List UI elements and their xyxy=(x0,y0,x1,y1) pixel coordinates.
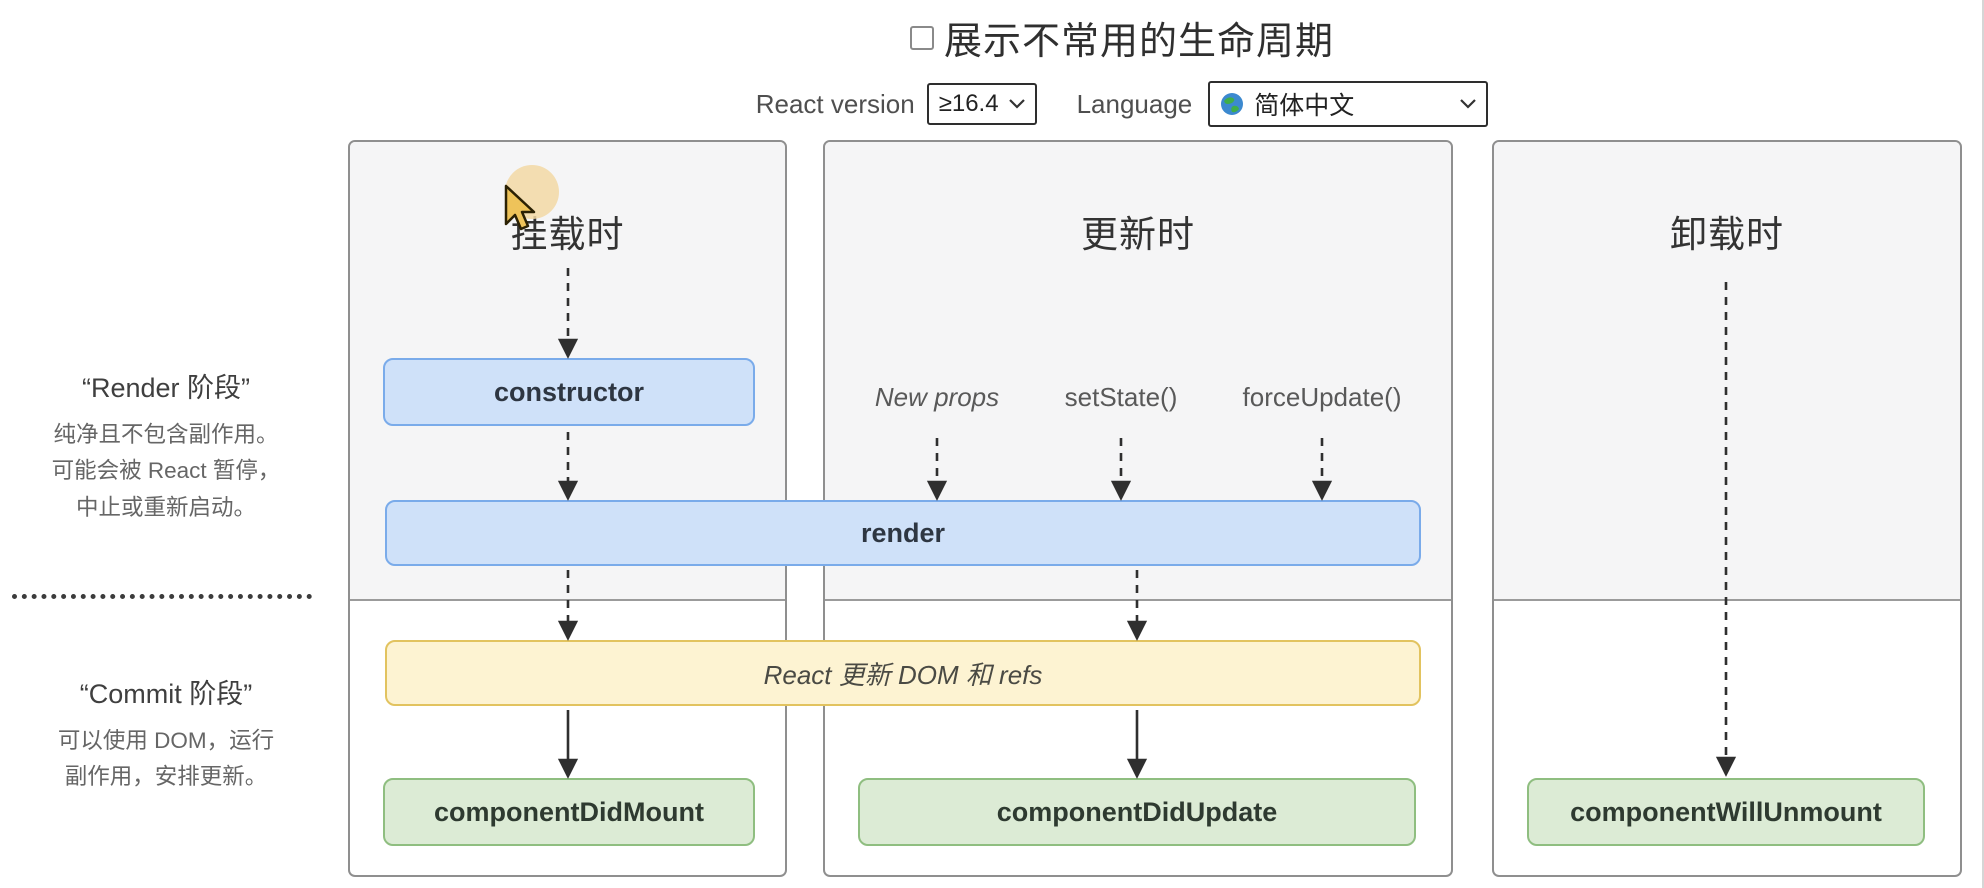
react-version-value: ≥16.4 xyxy=(938,90,999,117)
component-did-update-box[interactable]: componentDidUpdate xyxy=(858,778,1416,846)
language-value: 简体中文 xyxy=(1254,92,1355,120)
column-unmounting: 卸载时 xyxy=(1492,140,1962,877)
title-row: 展示不常用的生命周期 xyxy=(909,10,1334,65)
react-updates-dom-box: React 更新 DOM 和 refs xyxy=(385,640,1421,706)
render-phase-text: 中止或重新启动。 xyxy=(75,494,256,520)
globe-icon xyxy=(1221,93,1244,115)
component-did-mount-box[interactable]: componentDidMount xyxy=(383,778,755,846)
render-phase-title: “Render 阶段” xyxy=(81,373,251,403)
chevron-down-icon xyxy=(1008,99,1025,109)
react-version-label: React version xyxy=(755,88,915,119)
column-title-unmounting: 卸载时 xyxy=(1670,214,1784,255)
window-right-edge xyxy=(1982,0,1984,888)
react-version-select[interactable]: ≥16.4 xyxy=(926,83,1037,125)
controls-row: React version ≥16.4 Language 简体中文 xyxy=(756,81,1489,127)
header: 展示不常用的生命周期 React version ≥16.4 Language … xyxy=(270,0,1974,127)
commit-phase-text: 可以使用 DOM，运行 xyxy=(57,728,275,753)
commit-phase-text: 副作用，安排更新。 xyxy=(64,764,268,790)
render-phase-note: “Render 阶段” 纯净且不包含副作用。 可能会被 React 暂停， 中止… xyxy=(0,366,332,526)
render-phase-zone: 卸载时 xyxy=(1494,142,1960,601)
column-title-mounting: 挂载时 xyxy=(510,214,625,255)
constructor-box[interactable]: constructor xyxy=(383,358,755,426)
trigger-force-update: forceUpdate() xyxy=(1242,382,1402,412)
trigger-new-props: New props xyxy=(874,382,1000,412)
component-will-unmount-box[interactable]: componentWillUnmount xyxy=(1527,778,1925,846)
language-select[interactable]: 简体中文 xyxy=(1208,81,1489,127)
page-title: 展示不常用的生命周期 xyxy=(943,21,1334,63)
trigger-set-state: setState() xyxy=(1064,382,1178,412)
render-phase-text: 可能会被 React 暂停， xyxy=(51,458,281,484)
phase-dotted-divider xyxy=(12,594,312,599)
render-box[interactable]: render xyxy=(385,500,1421,566)
column-title-updating: 更新时 xyxy=(1081,214,1195,255)
render-phase-text: 纯净且不包含副作用。 xyxy=(53,422,279,447)
commit-phase-title: “Commit 阶段” xyxy=(79,679,253,709)
chevron-down-icon xyxy=(1460,99,1477,109)
commit-phase-note: “Commit 阶段” 可以使用 DOM，运行 副作用，安排更新。 xyxy=(0,672,332,796)
language-label: Language xyxy=(1076,88,1193,119)
show-uncommon-checkbox[interactable] xyxy=(909,25,934,50)
